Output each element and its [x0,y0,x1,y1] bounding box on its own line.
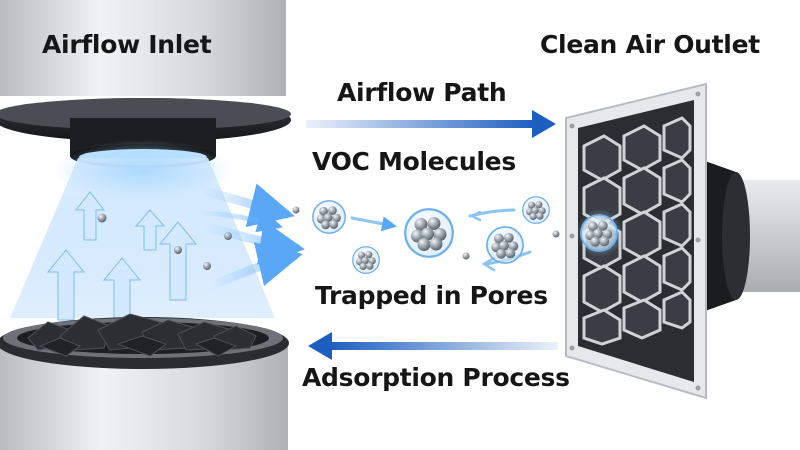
molecule-icon [486,226,524,264]
carbon-bed [0,313,289,450]
carbon-icon [27,313,257,357]
adsorption-arrow [308,332,558,360]
airflow-path-arrow [306,110,556,138]
drifting-particles [97,213,232,270]
molecule-icon [312,200,346,234]
voc-molecules [292,196,560,274]
airflow-cone [10,140,275,321]
label-airflow-inlet: Airflow Inlet [42,30,212,59]
molecule-icon [522,196,550,224]
label-voc-molecules: VOC Molecules [312,147,516,176]
molecule-icon [580,214,618,252]
filter-icon [565,82,707,400]
label-trapped-in-pores: Trapped in Pores [315,281,548,310]
updraft-arrows [46,191,198,321]
label-airflow-path: Airflow Path [337,78,507,107]
air-streams [193,183,305,291]
molecule-icon [352,246,380,274]
label-adsorption-process: Adsorption Process [302,363,570,392]
label-clean-air-outlet: Clean Air Outlet [540,30,760,59]
molecule-icon [404,208,454,258]
